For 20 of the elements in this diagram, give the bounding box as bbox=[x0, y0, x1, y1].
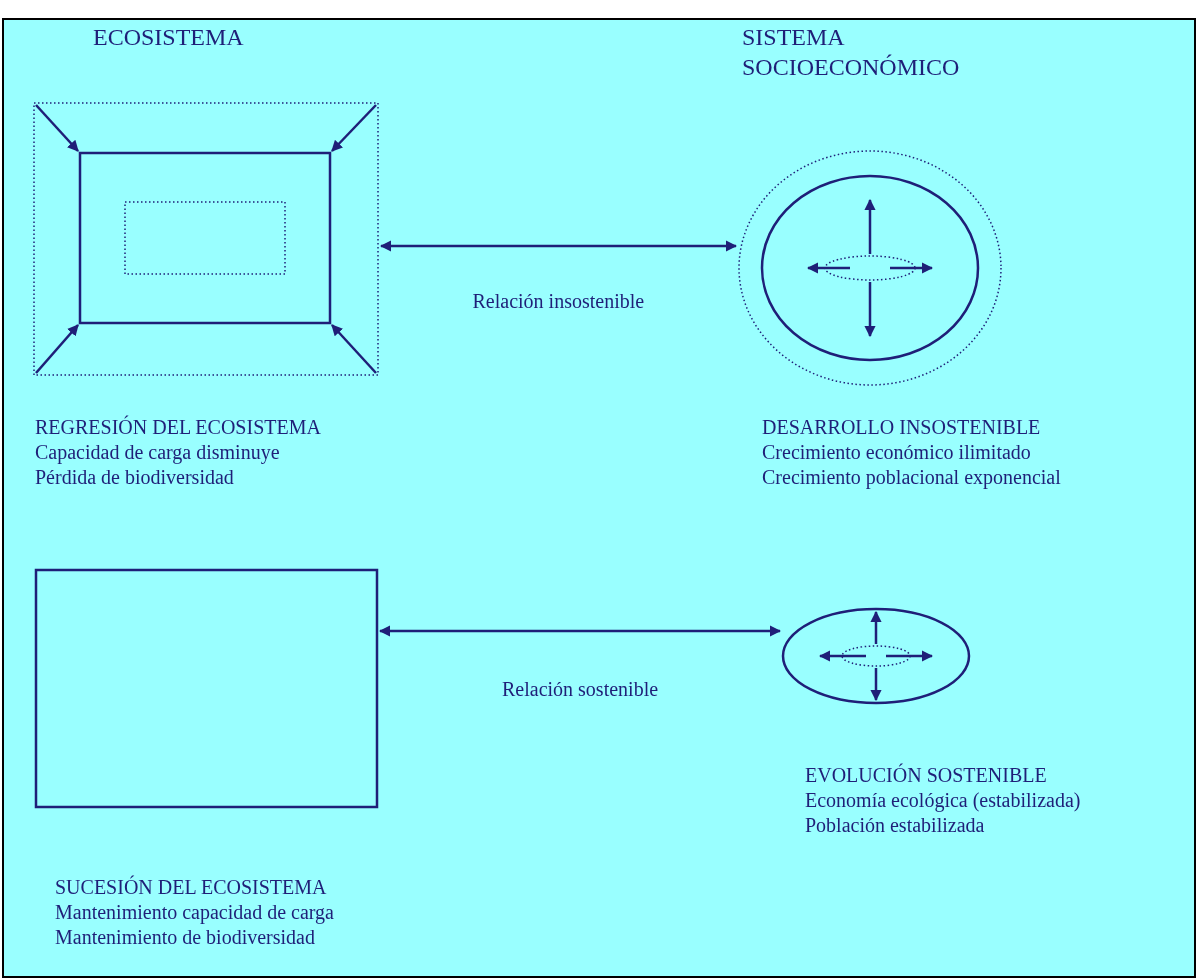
caption-text: Crecimiento poblacional exponencial bbox=[762, 465, 1061, 490]
ellipse-growth-drawing bbox=[738, 150, 1002, 386]
caption-text: Mantenimiento capacidad de carga bbox=[55, 900, 334, 925]
ellipse-growth-drawing bbox=[782, 608, 970, 704]
column-heading: ECOSISTEMA bbox=[93, 23, 245, 52]
caption-heading: SUCESIÓN DEL ECOSISTEMA bbox=[55, 875, 327, 900]
caption-text: Economía ecológica (estabilizada) bbox=[805, 788, 1081, 813]
caption-text: Mantenimiento de biodiversidad bbox=[55, 925, 315, 950]
caption-text: Población estabilizada bbox=[805, 813, 985, 838]
caption-text: Pérdida de biodiversidad bbox=[35, 465, 234, 490]
caption-heading: DESARROLLO INSOSTENIBLE bbox=[762, 415, 1041, 440]
caption-heading: REGRESIÓN DEL ECOSISTEMA bbox=[35, 415, 321, 440]
double-arrow bbox=[379, 240, 738, 252]
caption-text: Capacidad de carga disminuye bbox=[35, 440, 280, 465]
ecosystem-regression-drawing bbox=[33, 102, 379, 376]
caption-heading: EVOLUCIÓN SOSTENIBLE bbox=[805, 763, 1047, 788]
square-box bbox=[35, 569, 378, 808]
column-heading: SISTEMA SOCIOECONÓMICO bbox=[742, 23, 961, 82]
caption-text: Crecimiento económico ilimitado bbox=[762, 440, 1031, 465]
double-arrow bbox=[378, 625, 782, 637]
